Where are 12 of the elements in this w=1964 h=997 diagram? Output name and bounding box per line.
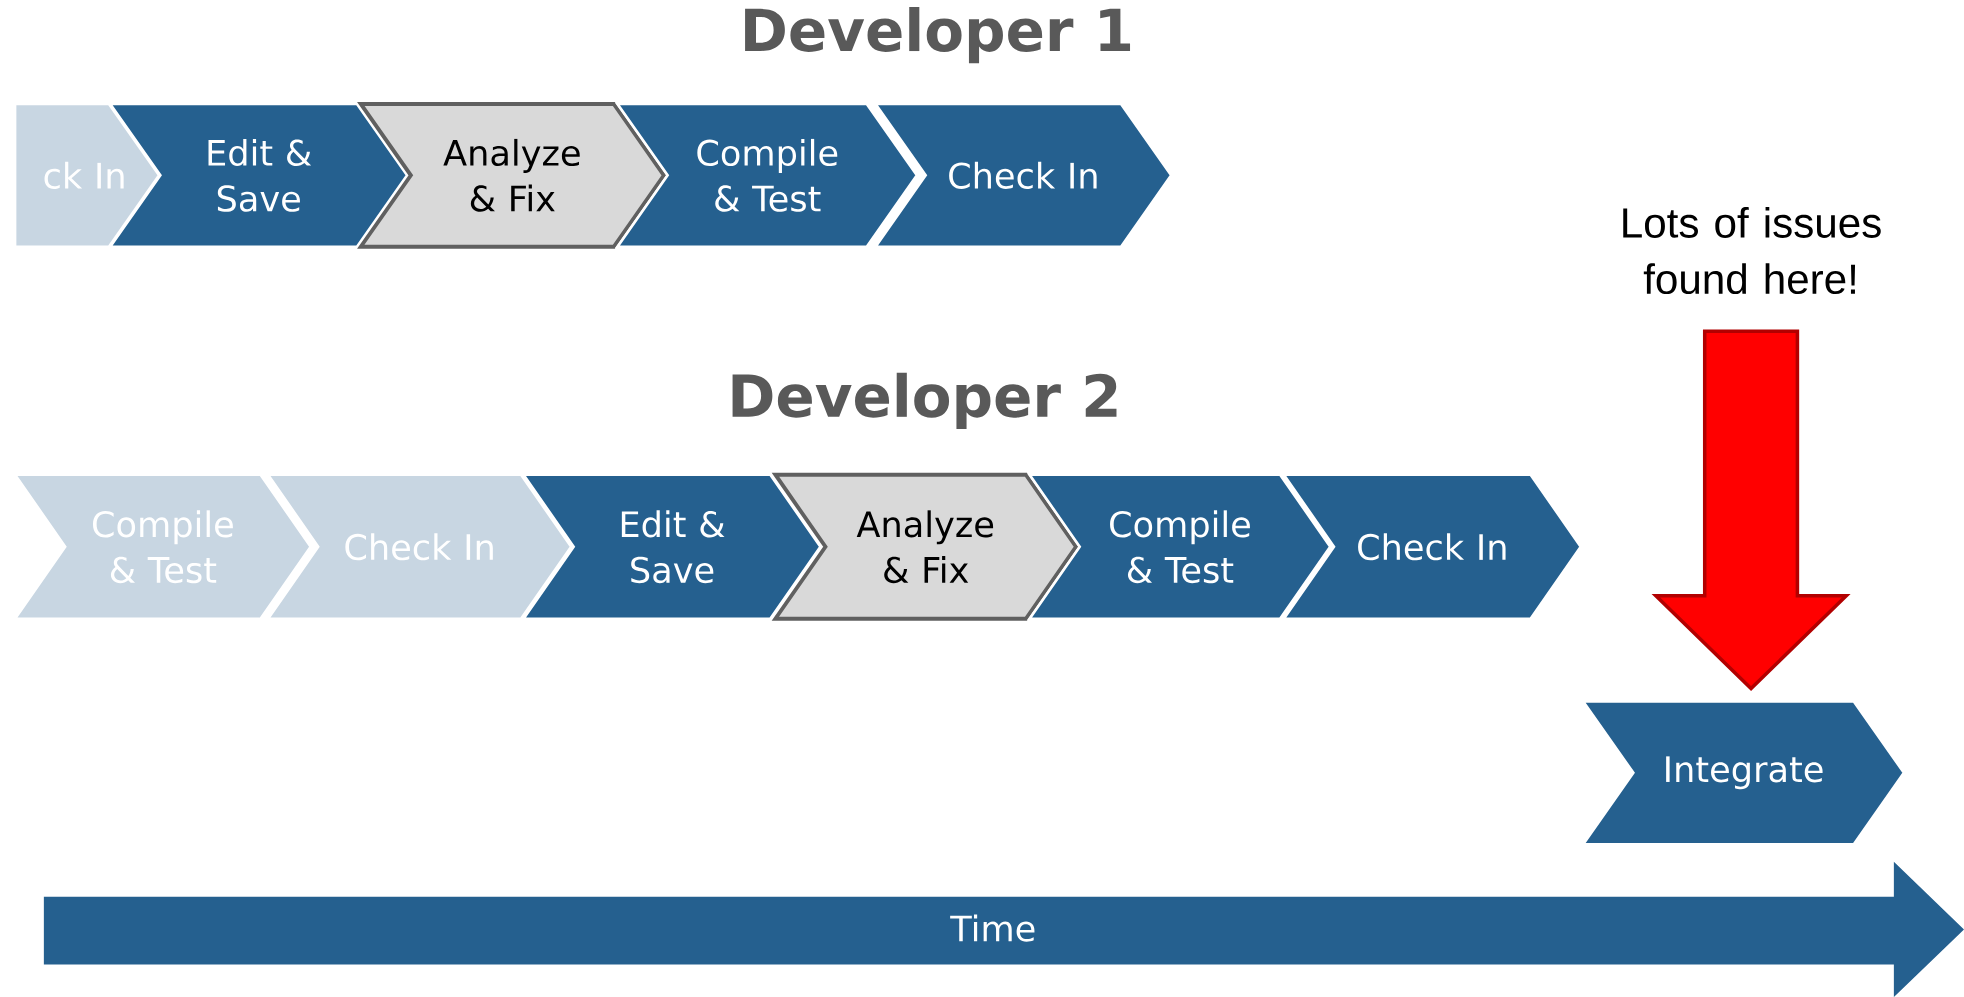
- process-step: Check In: [873, 102, 1173, 249]
- process-step: Compile & Test: [1027, 473, 1332, 621]
- note-text: Lots of issues found here!: [1623, 206, 1881, 295]
- process-step: Check In: [1281, 473, 1583, 621]
- process-step: Analyze & Fix: [357, 102, 667, 249]
- process-step: Compile & Test: [614, 102, 919, 249]
- heading: Developer 1: [745, 6, 1131, 64]
- process-step: Edit & Save: [521, 473, 822, 621]
- heading: Developer 2: [732, 372, 1117, 429]
- process-step: Integrate: [1580, 700, 1906, 846]
- block-arrow: [1651, 329, 1851, 691]
- process-step: Analyze & Fix: [771, 472, 1079, 621]
